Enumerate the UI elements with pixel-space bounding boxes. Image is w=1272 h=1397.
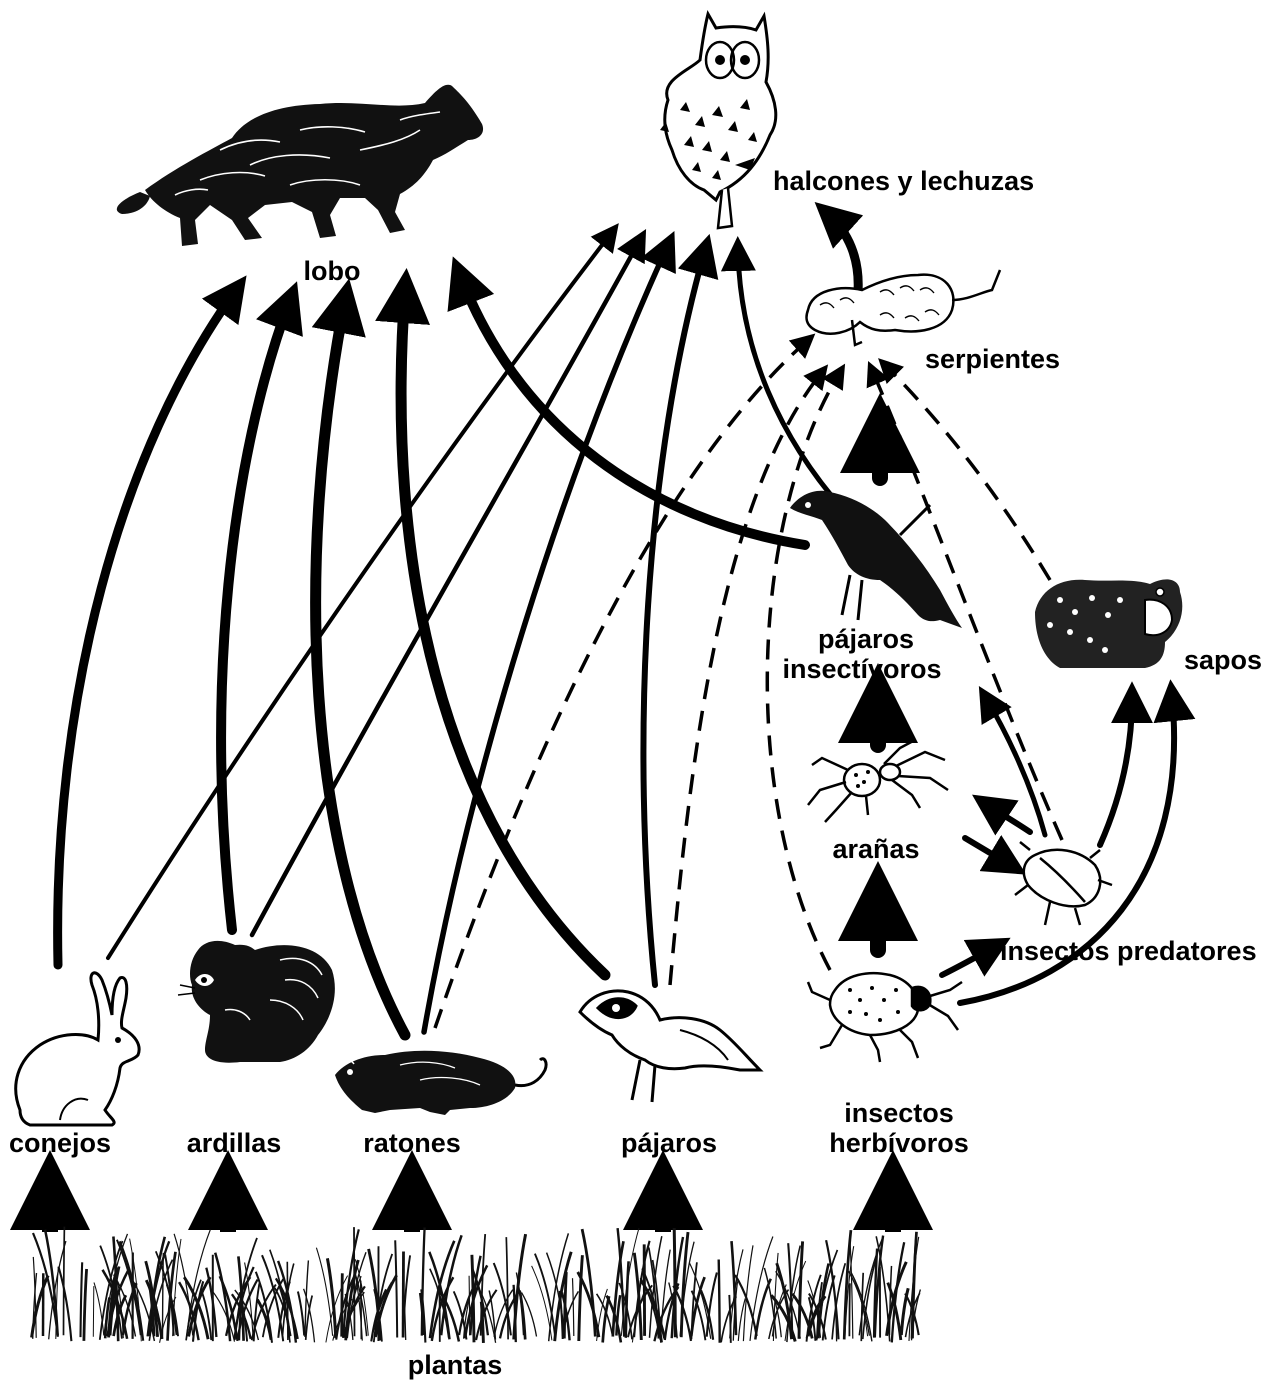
mouse-icon <box>335 1051 546 1115</box>
label-pajaros: pájaros <box>621 1128 717 1158</box>
label-pajaros-insectivoros-line2: insectívoros <box>782 654 941 684</box>
grass-blade <box>123 1283 137 1335</box>
arrow-pajaros-to-lobo <box>401 290 605 975</box>
grass-blade <box>58 1267 71 1342</box>
finch-icon <box>580 991 760 1102</box>
owl-icon <box>660 14 776 228</box>
arrow-aranas-to-insectos-predatores <box>965 838 1012 866</box>
label-plantas: plantas <box>408 1350 503 1380</box>
grass-blade <box>64 1227 65 1336</box>
grass-blade <box>849 1283 850 1336</box>
grass-icon <box>30 1227 920 1343</box>
arrow-pajaros-to-halcones <box>643 250 705 985</box>
grass-blade <box>361 1281 362 1340</box>
label-serpientes: serpientes <box>925 344 1060 374</box>
grass-blade <box>81 1262 83 1337</box>
blackbird-icon <box>790 491 962 628</box>
grass-blade <box>890 1266 892 1335</box>
arrow-ratones-to-serpientes <box>435 340 808 1028</box>
label-halcones-y-lechuzas: halcones y lechuzas <box>773 166 1034 196</box>
toad-icon <box>1035 579 1182 668</box>
beetle-icon <box>1015 842 1112 925</box>
arrow-insectos-predatores-to-aranas <box>986 804 1030 832</box>
wolf-icon <box>117 85 483 246</box>
rabbit-icon <box>16 973 139 1125</box>
label-ratones: ratones <box>363 1128 461 1158</box>
grass-blade <box>163 1253 164 1339</box>
grass-blade <box>342 1273 343 1336</box>
arrow-conejos-to-lobo <box>58 290 236 965</box>
grass-blade <box>506 1237 508 1339</box>
grass-blade <box>469 1276 470 1336</box>
label-insectos-herbivoros-line1: insectos <box>844 1098 954 1128</box>
label-pajaros-insectivoros-line1: pájaros <box>818 624 914 654</box>
grass-blade <box>93 1286 94 1337</box>
grass-blade <box>579 1255 583 1341</box>
grass-blade <box>395 1240 397 1337</box>
grass-blade <box>535 1254 555 1338</box>
arrow-ardillas-to-lobo <box>221 300 290 930</box>
grass-blade <box>354 1227 355 1336</box>
dashed-arrows-to-snakes <box>435 340 1062 1028</box>
grass-blade <box>626 1261 629 1338</box>
grass-blade <box>799 1241 803 1338</box>
grass-blade <box>481 1302 483 1343</box>
arrows-from-plants <box>50 1182 893 1232</box>
grass-blade <box>719 1260 720 1343</box>
arrow-insectos-herbivoros-to-insectos-predatores <box>942 946 996 975</box>
grass-blade <box>298 1292 304 1336</box>
grass-blade <box>573 1278 574 1336</box>
label-insectos-herbivoros-line2: herbívoros <box>829 1128 969 1158</box>
label-ardillas: ardillas <box>187 1128 282 1158</box>
label-insectos-predatores: insectos predatores <box>1000 936 1257 966</box>
arrow-insectos-predatores-to-pajaros-insectivoros <box>986 698 1045 835</box>
label-sapos: sapos <box>1184 645 1262 675</box>
squirrel-icon <box>178 941 335 1063</box>
leaf-beetle-icon <box>808 973 962 1062</box>
arrows-to-wolf <box>58 275 805 1035</box>
arrow-insectos-predatores-to-sapos <box>1100 698 1132 845</box>
grass-blade <box>84 1269 87 1341</box>
snake-icon <box>806 270 1000 345</box>
label-lobo: lobo <box>304 256 361 286</box>
label-aranas: arañas <box>832 834 919 864</box>
arrow-ratones-to-lobo <box>316 300 405 1035</box>
arrow-serpientes-to-halcones <box>828 214 858 292</box>
label-conejos: conejos <box>9 1128 111 1158</box>
grass-blade <box>94 1283 104 1336</box>
